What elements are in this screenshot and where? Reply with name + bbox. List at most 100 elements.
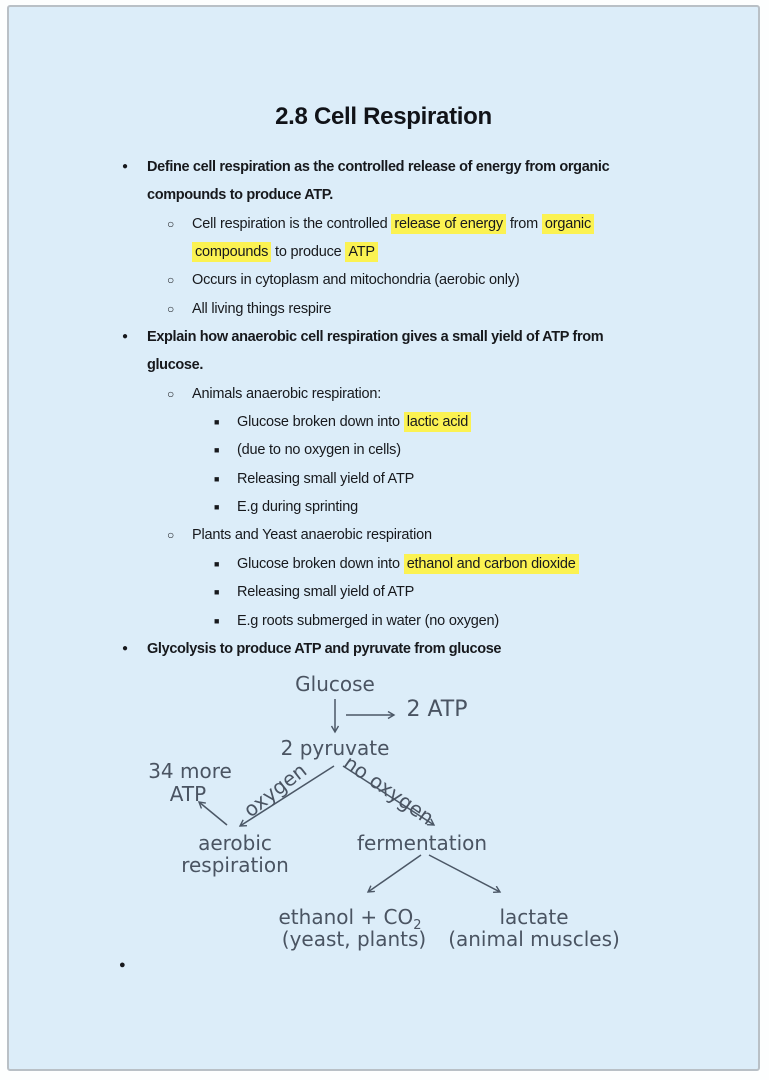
note-line: ○ Plants and Yeast anaerobic respiration [9,521,758,549]
notes-bullet-list: ● Define cell respiration as the controll… [9,153,758,663]
bullet-marker-circle: ○ [167,528,175,543]
label-ethanol-text: ethanol + CO [278,905,414,929]
note-line-text: Cell respiration is the controlled relea… [9,210,758,238]
arrow-oxygen-branch [240,765,335,826]
plain-text: Occurs in cytoplasm and mitochondria (ae… [192,272,520,289]
bullet-marker-square: ■ [214,417,220,428]
note-line: ■ Releasing small yield of ATP [9,578,758,606]
note-line: ●Define cell respiration as the controll… [9,153,758,181]
bullet-marker-square: ■ [214,445,220,456]
plain-text: Cell respiration is the controlled [192,215,392,232]
note-line: compounds to produce ATP [9,238,758,266]
note-line-text: compounds to produce ATP. [9,181,758,209]
plain-text: Glycolysis to produce ATP and pyruvate f… [147,640,502,657]
highlighted-text: lactic acid [403,412,472,433]
label-aerobic-respiration: aerobic respiration [181,832,289,876]
plain-text: (due to no oxygen in cells) [237,442,401,459]
note-line-text: Animals anaerobic respiration: [9,380,758,408]
plain-text: glucose. [147,357,204,374]
page-title: 2.8 Cell Respiration [275,103,492,130]
plain-text: Glucose broken down into [237,414,404,431]
plain-text: E.g roots submerged in water (no oxygen) [237,612,499,629]
arrow-fermentation-to-ethanol [368,854,422,892]
plain-text: Releasing small yield of ATP [237,470,415,487]
note-line-text: Define cell respiration as the controlle… [9,153,758,181]
bullet-marker-circle: ○ [167,216,175,231]
note-line: ■Glucose broken down into ethanol and ca… [9,550,758,578]
highlighted-text: compounds [192,242,272,263]
label-animal-muscles: (animal muscles) [448,927,620,951]
highlighted-text: ethanol and carbon dioxide [403,553,579,574]
label-glucose: Glucose [295,672,375,696]
bullet-marker-square: ■ [214,558,220,569]
plain-text: Glucose broken down into [237,555,404,572]
note-line: ○ All living things respire [9,295,758,323]
plain-text: from [505,215,542,232]
note-line: compounds to produce ATP. [9,181,758,209]
arrow-no-oxygen-branch [342,765,434,825]
note-line-text: Plants and Yeast anaerobic respiration [9,521,758,549]
highlighted-text: organic [541,213,595,234]
note-line: ○ Occurs in cytoplasm and mitochondria (a… [9,266,758,294]
bullet-marker-disc: ● [122,642,129,654]
note-line-text: Glucose broken down into lactic acid [9,408,758,436]
note-line: ● Explain how anaerobic cell respiration … [9,323,758,351]
plain-text: Plants and Yeast anaerobic respiration [192,527,432,544]
note-line: ○ Animals anaerobic respiration: [9,380,758,408]
highlighted-text: ATP [345,242,378,263]
arrow-aerobic-to-34atp [199,802,228,826]
bullet-marker-circle: ○ [167,386,175,401]
label-ethanol-co2: ethanol + CO2 [278,906,421,937]
trailing-empty-bullet: ● [119,959,126,971]
bullet-marker-circle: ○ [167,273,175,288]
notes-page: 2.8 Cell Respiration ● Define cell respir… [7,5,760,1071]
note-line: ● Glycolysis to produce ATP and pyruvate … [9,635,758,663]
note-line: glucose. [9,351,758,379]
label-lactate: lactate [499,905,569,929]
note-line-text: Occurs in cytoplasm and mitochondria (ae… [9,266,758,294]
note-line: ■ E.g roots submerged in water (no oxygen… [9,607,758,635]
label-yeast-plants: (yeast, plants) [281,927,427,951]
note-line-text: E.g roots submerged in water (no oxygen) [9,607,758,635]
note-line-text: (due to no oxygen in cells) [9,436,758,464]
bullet-marker-square: ■ [214,615,220,626]
note-line-text: Explain how anaerobic cell respiration g… [9,323,758,351]
note-line-text: Glucose broken down into ethanol and car… [9,550,758,578]
plain-text: Releasing small yield of ATP [237,584,415,601]
label-2-pyruvate: 2 pyruvate [280,736,390,760]
plain-text: Explain how anaerobic cell respiration g… [147,329,604,346]
label-fermentation: fermentation [356,831,488,855]
bullet-marker-disc: ● [122,331,129,343]
label-co2-subscript: 2 [413,918,422,933]
plain-text: compounds to produce ATP. [147,187,333,204]
note-line: ■ Releasing small yield of ATP [9,465,758,493]
note-line-text: Glycolysis to produce ATP and pyruvate f… [9,635,758,663]
label-34-more-atp: ATP [169,782,207,806]
plain-text: E.g during sprinting [237,499,358,516]
note-line-text: E.g during sprinting [9,493,758,521]
bullet-marker-square: ■ [214,473,220,484]
note-line-text: All living things respire [9,295,758,323]
bullet-marker-square: ■ [214,502,220,513]
note-line-text: Releasing small yield of ATP [9,578,758,606]
note-line: ■ (due to no oxygen in cells) [9,436,758,464]
note-line: ○Cell respiration is the controlled rele… [9,210,758,238]
label-2-atp: 2 ATP [406,697,468,722]
label-aerobic-line1: aerobic [198,831,272,855]
label-34-more: 34 more [148,759,232,783]
bullet-marker-circle: ○ [167,301,175,316]
plain-text: to produce [271,244,346,261]
plain-text: All living things respire [192,300,332,317]
label-oxygen: oxygen [238,758,312,822]
plain-text: Define cell respiration as the controlle… [147,159,610,175]
plain-text: Animals anaerobic respiration: [192,385,382,402]
bullet-marker-square: ■ [214,587,220,598]
label-no-oxygen: no oxygen [339,750,439,830]
note-line-text: glucose. [9,351,758,379]
label-aerobic-line2: respiration [181,853,289,877]
note-line: ■Glucose broken down into lactic acid [9,408,758,436]
note-line-text: compounds to produce ATP [9,238,758,266]
highlighted-text: release of energy [391,213,506,234]
arrow-fermentation-to-lactate [428,854,500,892]
